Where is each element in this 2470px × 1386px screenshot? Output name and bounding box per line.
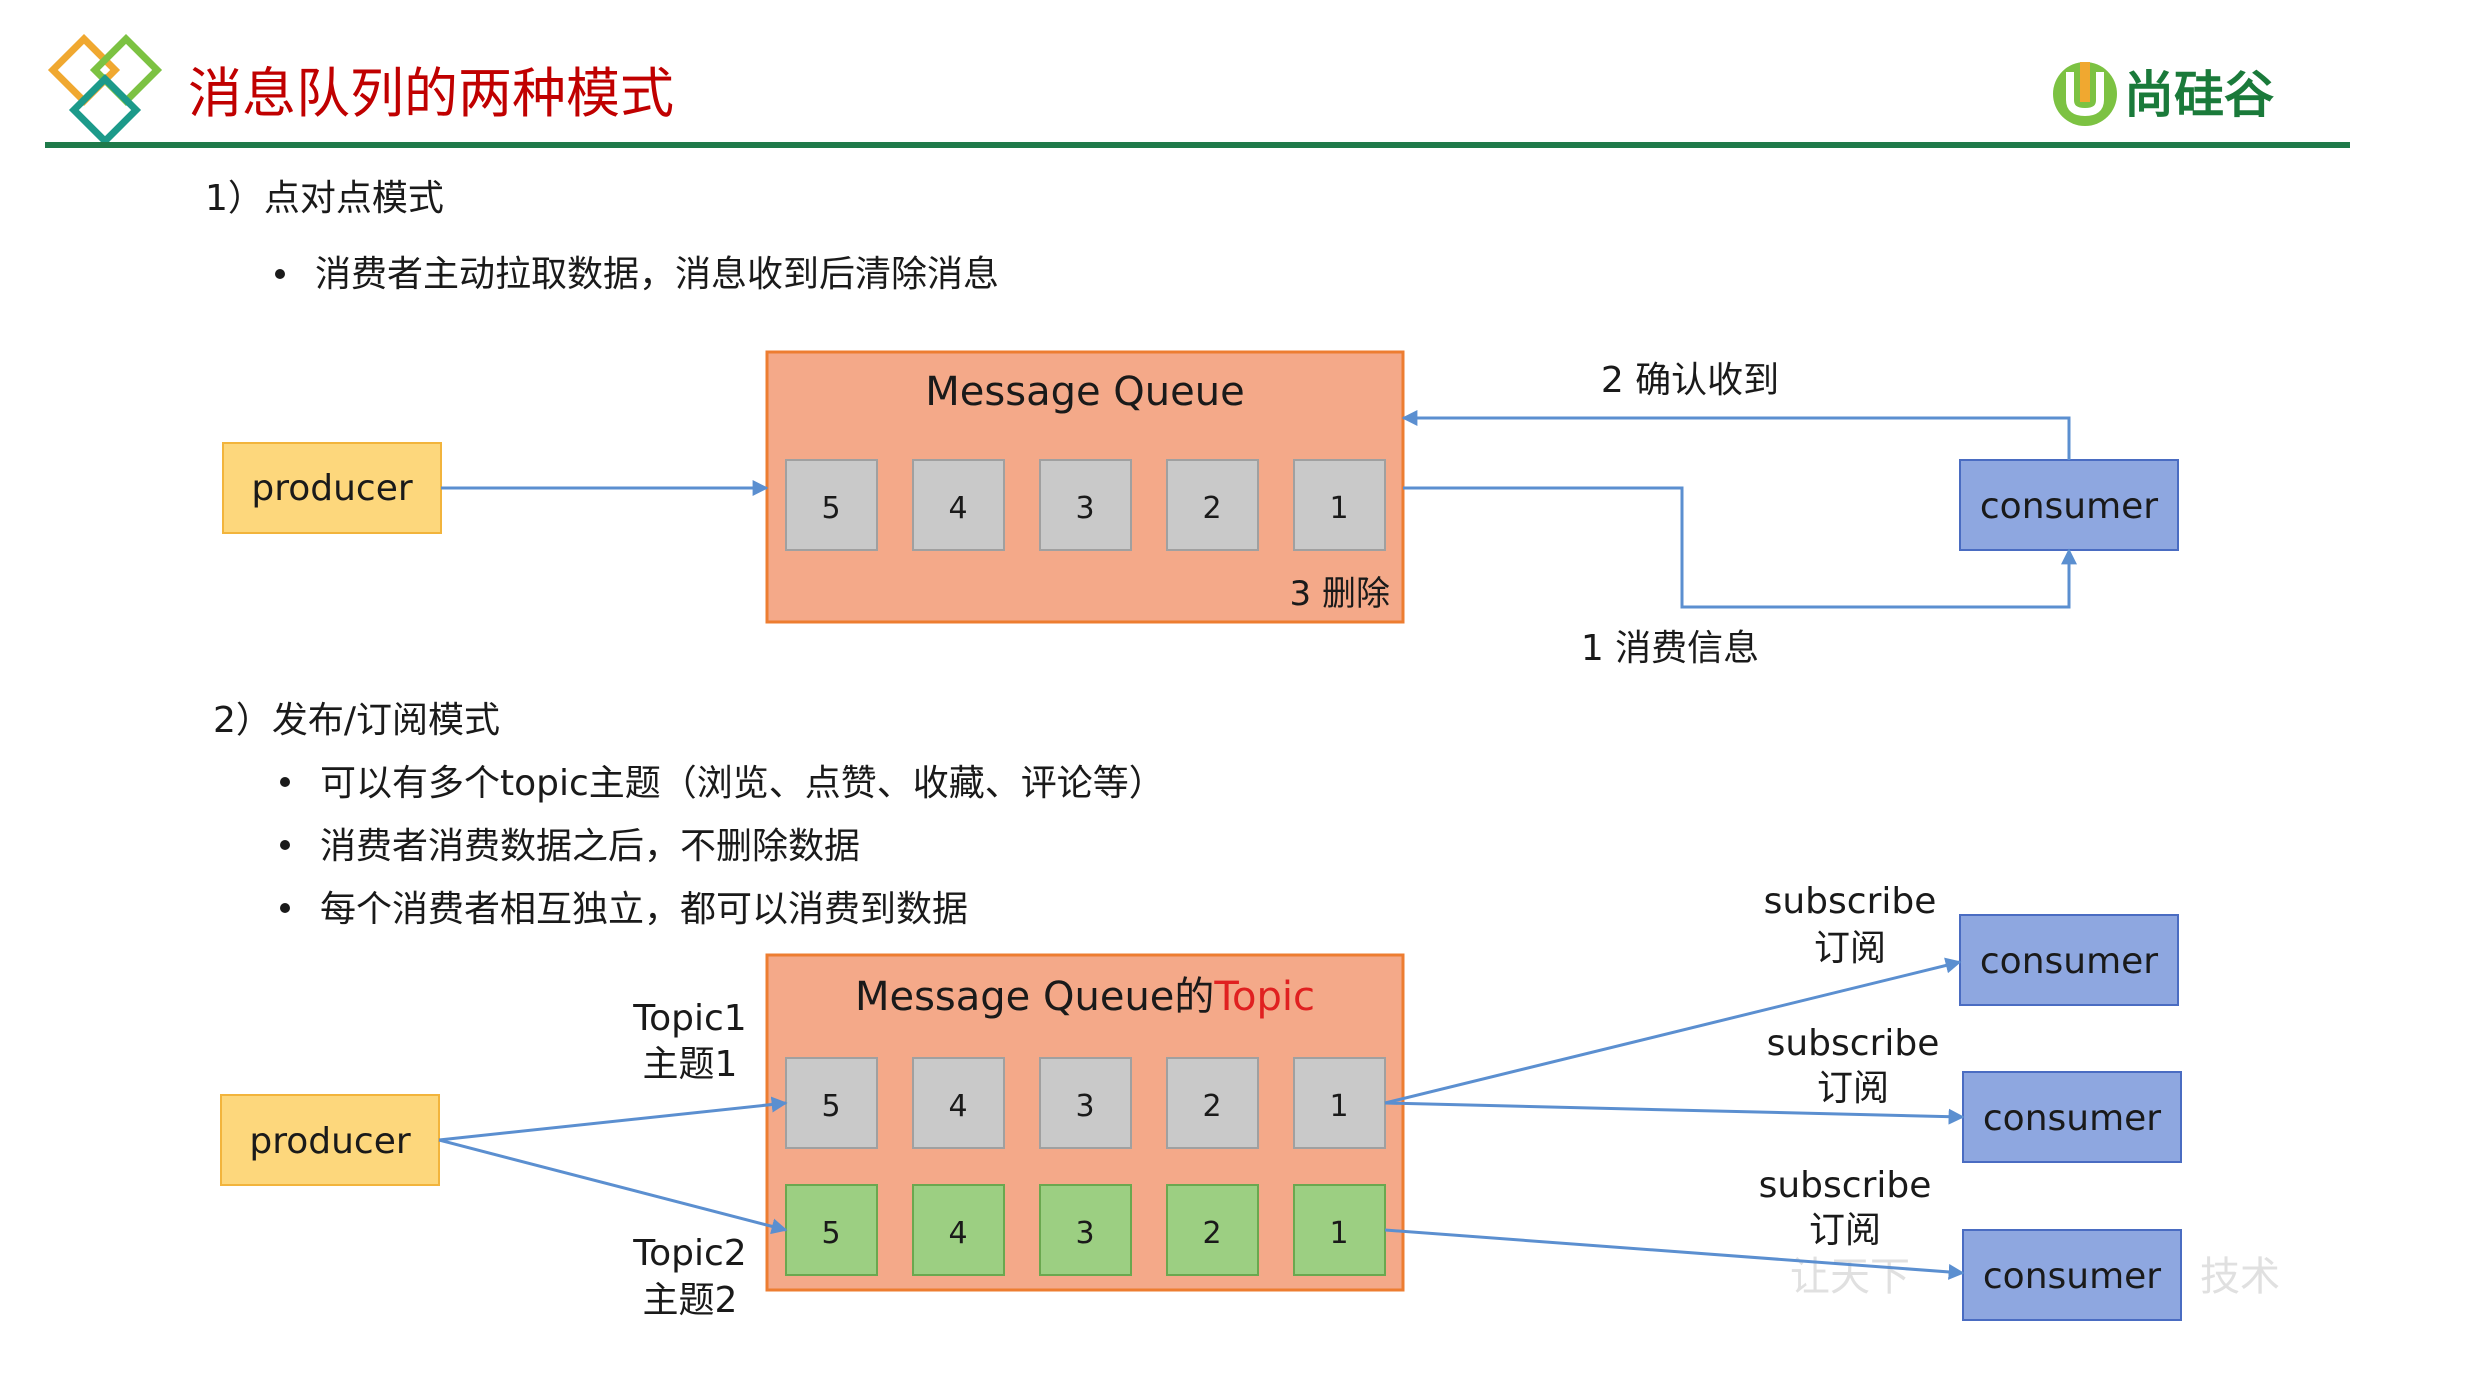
producer-label: producer	[249, 1121, 410, 1162]
delete-label: 3 删除	[1290, 574, 1390, 614]
header-logo-icon	[47, 33, 163, 147]
producer-label: producer	[251, 468, 412, 509]
topic2-cell-label: 4	[948, 1216, 967, 1251]
subscribe-label-cn: 订阅	[1809, 1210, 1881, 1251]
topic1-cell-label: 3	[1075, 1089, 1094, 1124]
queue-cell-label: 5	[821, 491, 840, 526]
topic1-cell	[1293, 1057, 1386, 1149]
subscribe-label-cn: 订阅	[1814, 928, 1886, 969]
topic2-cell	[1166, 1184, 1259, 1276]
queue-cell	[1293, 459, 1386, 551]
subscribe-arrow	[1384, 957, 1962, 1105]
topic-queue-title: Message Queue的Topic	[855, 974, 1315, 1020]
header-rule	[45, 142, 2350, 148]
topic1-cell	[785, 1057, 878, 1149]
queue-cell-label: 2	[1202, 491, 1221, 526]
consumer-label: consumer	[1980, 486, 2158, 527]
topic1-cells: 5 4 3 2 1	[785, 1057, 1386, 1149]
section2-heading: 2）发布/订阅模式	[213, 700, 500, 741]
section1-heading: 1）点对点模式	[205, 178, 444, 219]
topic2-label: Topic2	[632, 1233, 746, 1274]
subscribe-label-cn: 订阅	[1817, 1068, 1889, 1109]
topic1-cell	[912, 1057, 1005, 1149]
section2-bullet: 可以有多个topic主题（浏览、点赞、收藏、评论等）	[320, 763, 1165, 804]
message-queue-title: Message Queue	[925, 369, 1244, 415]
producer-box	[222, 442, 442, 534]
queue-cell	[1039, 459, 1132, 551]
queue-cell	[1166, 459, 1259, 551]
topic1-cell-label: 2	[1202, 1089, 1221, 1124]
subscribe-label: subscribe	[1759, 1165, 1932, 1206]
topic2-cell-label: 3	[1075, 1216, 1094, 1251]
topic2-cell-label: 1	[1329, 1216, 1348, 1251]
page-title: 消息队列的两种模式	[188, 62, 674, 125]
queue-cell-label: 3	[1075, 491, 1094, 526]
consumer-label: consumer	[1983, 1098, 2161, 1139]
queue-cell-label: 1	[1329, 491, 1348, 526]
watermark-right: 技术	[2200, 1254, 2280, 1300]
queue-cell	[785, 459, 878, 551]
consume-arrow	[1403, 486, 2077, 609]
topic1-cell-label: 1	[1329, 1089, 1348, 1124]
topic2-cell-label: 2	[1202, 1216, 1221, 1251]
producer-to-topic2-arrow	[438, 1138, 788, 1235]
consumer-box	[1959, 914, 2179, 1006]
bullet-dot	[280, 840, 290, 850]
consumer-box	[1959, 459, 2179, 551]
brand-logo-icon	[2053, 62, 2117, 126]
topic2-cells: 5 4 3 2 1	[785, 1184, 1386, 1276]
section2-bullet: 消费者消费数据之后，不删除数据	[320, 826, 860, 867]
topic2-cell	[1039, 1184, 1132, 1276]
bullet-dot	[275, 269, 285, 279]
subscribe-label: subscribe	[1764, 881, 1937, 922]
queue1-cells: 5 4 3 2 1	[785, 459, 1386, 551]
consumer-label: consumer	[1980, 941, 2158, 982]
topic1-cell-label: 5	[821, 1089, 840, 1124]
ack-arrow	[1401, 410, 2071, 460]
subscribe-label: subscribe	[1767, 1023, 1940, 1064]
section2-bullet: 每个消费者相互独立，都可以消费到数据	[320, 889, 968, 930]
section1-bullet: 消费者主动拉取数据，消息收到后清除消息	[315, 254, 999, 295]
bullet-dot	[280, 903, 290, 913]
topic2-cell	[1293, 1184, 1386, 1276]
queue-cell-label: 4	[948, 491, 967, 526]
consumer-box	[1962, 1229, 2182, 1321]
topic2-cell	[785, 1184, 878, 1276]
subscribe-arrow	[1384, 1228, 1965, 1280]
topic1-label: Topic1	[632, 998, 746, 1039]
topic2-cell-label: 5	[821, 1216, 840, 1251]
queue-cell	[912, 459, 1005, 551]
topic1-cell-label: 4	[948, 1089, 967, 1124]
topic2-label-cn: 主题2	[643, 1280, 738, 1321]
consumer-label: consumer	[1983, 1256, 2161, 1297]
producer-box	[220, 1094, 440, 1186]
consume-label: 1 消费信息	[1581, 628, 1759, 669]
topic2-cell	[912, 1184, 1005, 1276]
ack-label: 2 确认收到	[1601, 360, 1779, 401]
producer-to-topic1-arrow	[438, 1096, 788, 1142]
bullet-dot	[280, 777, 290, 787]
topic1-label-cn: 主题1	[643, 1044, 738, 1085]
topic1-cell	[1166, 1057, 1259, 1149]
topic1-cell	[1039, 1057, 1132, 1149]
brand-name: 尚硅谷	[2124, 66, 2274, 124]
consumer-box	[1962, 1071, 2182, 1163]
subscribe-arrow	[1384, 1101, 1965, 1125]
